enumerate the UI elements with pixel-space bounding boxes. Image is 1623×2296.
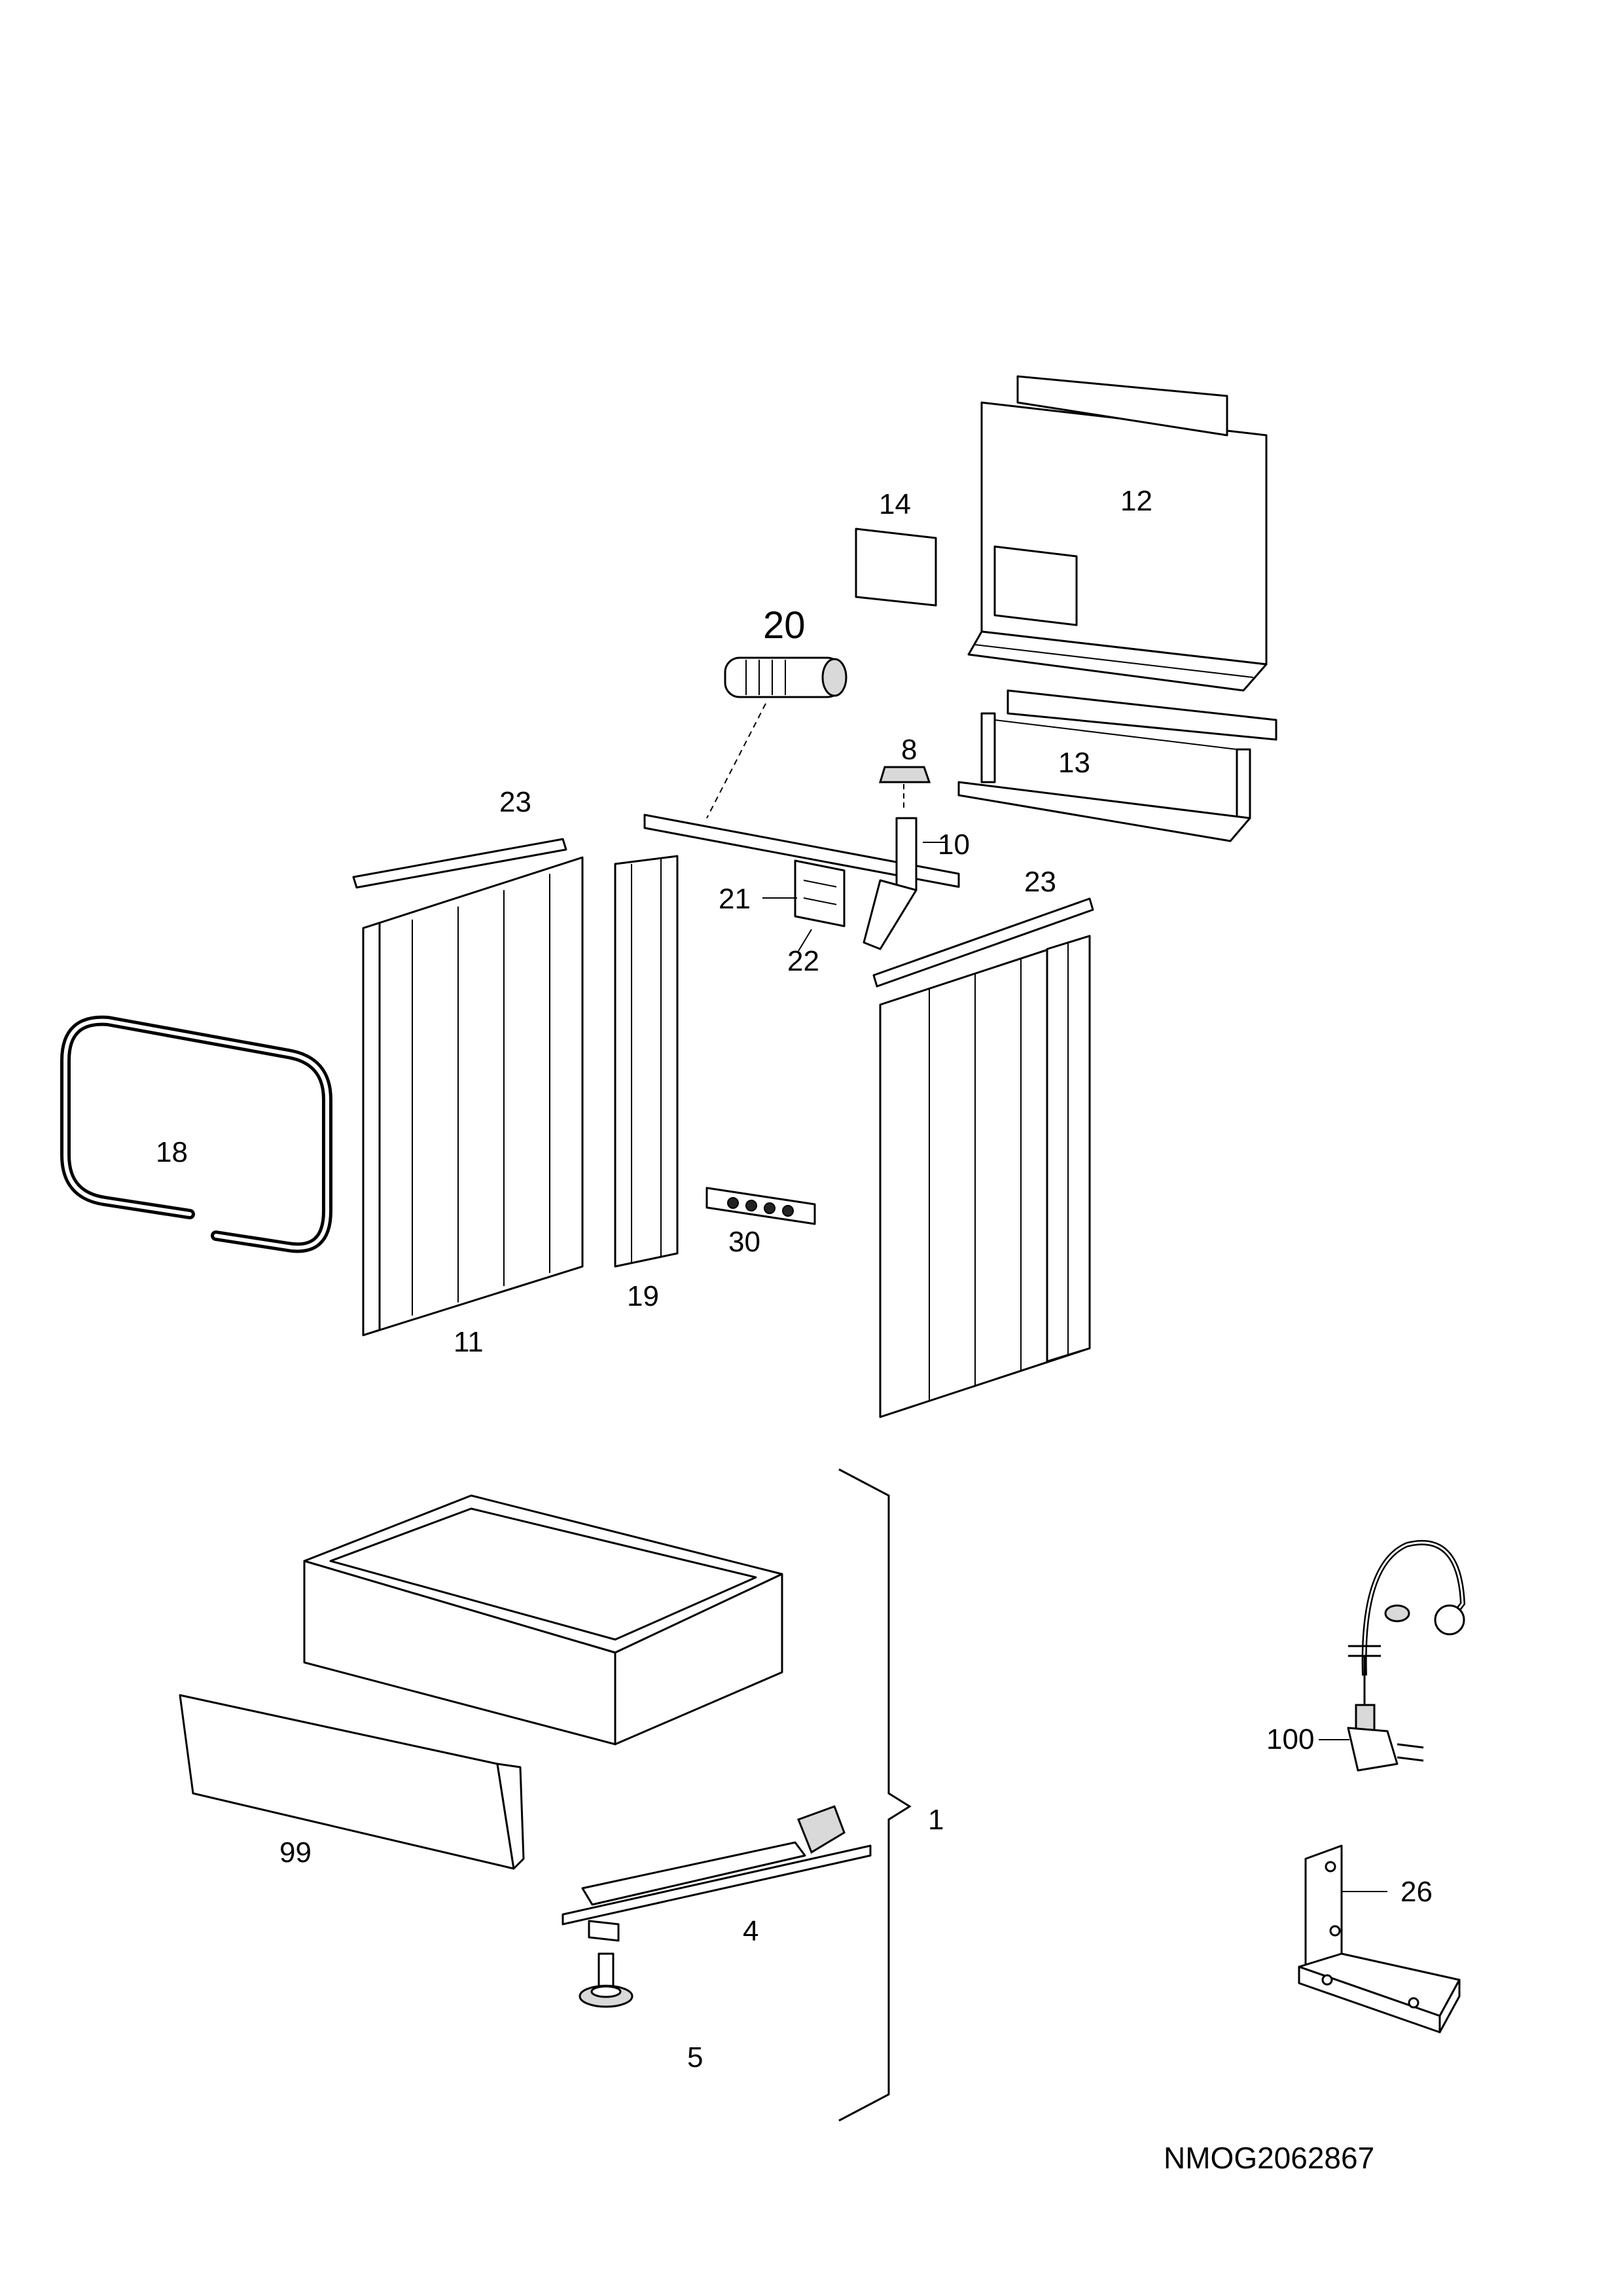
part-19-vertical-bracket: [614, 855, 679, 1268]
label-part-8: 8: [901, 734, 917, 766]
label-part-99: 99: [279, 1837, 312, 1869]
label-part-12: 12: [1120, 485, 1152, 517]
label-part-30: 30: [728, 1226, 760, 1258]
part-8-grommet: [878, 766, 931, 812]
label-part-23-right: 23: [1024, 866, 1056, 898]
part-14-cover-plate: [855, 528, 937, 607]
label-part-10: 10: [938, 829, 970, 861]
part-5-adjustable-foot: [579, 1952, 633, 2008]
part-99-kick-plate: [179, 1694, 525, 1870]
part-right-side-panel: [879, 935, 1091, 1418]
part-20-fan-unit: [706, 656, 847, 819]
label-part-23-left: 23: [499, 786, 531, 818]
part-100-power-cable: [1347, 1539, 1466, 1772]
drawing-code: NMOG2062867: [1164, 2141, 1374, 2175]
label-part-5: 5: [687, 2041, 703, 2073]
label-part-14: 14: [879, 488, 911, 520]
label-part-100: 100: [1266, 1723, 1314, 1755]
label-part-1: 1: [928, 1804, 944, 1836]
part-labels: 14 12 20 8 13 23 10 23 21 22 18 30 19 11…: [156, 485, 1433, 2073]
part-4-foot-support: [562, 1805, 872, 1942]
part-26-angle-bracket: [1298, 1844, 1461, 2034]
label-part-21: 21: [719, 883, 751, 915]
label-part-20: 20: [763, 604, 806, 647]
part-18-door-seal: [60, 1015, 332, 1253]
part-23-top-rail-right: [872, 897, 1094, 988]
label-part-11: 11: [454, 1326, 484, 1358]
label-part-13: 13: [1058, 747, 1090, 779]
part-cross-beam: [643, 814, 960, 950]
label-part-4: 4: [743, 1915, 758, 1947]
part-30-terminal-block: [705, 1187, 816, 1225]
part-11-left-side-panel: [362, 856, 584, 1336]
group-1-bracket: [838, 1468, 912, 2122]
leader-lines: [762, 842, 1387, 1892]
part-13-rail-channel: [957, 689, 1277, 842]
label-part-19: 19: [627, 1280, 659, 1312]
part-12-rear-panel: [967, 375, 1268, 692]
part-base-frame: [303, 1494, 783, 1746]
label-part-22: 22: [787, 945, 819, 977]
part-23-top-rail-left: [352, 838, 567, 889]
label-part-18: 18: [156, 1136, 188, 1168]
label-part-26: 26: [1400, 1876, 1433, 1908]
